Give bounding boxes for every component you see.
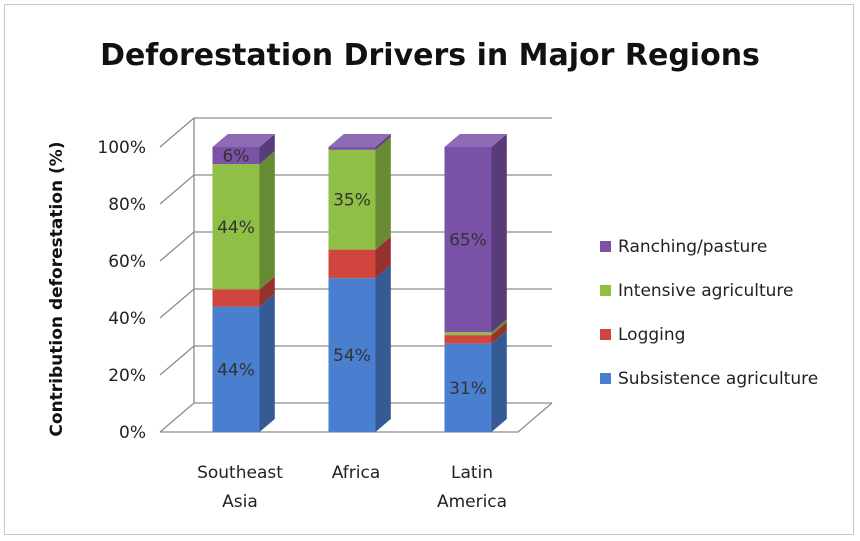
y-axis-title: Contribution deforestation (%): [47, 141, 67, 436]
bar-front: [212, 147, 260, 165]
x-tick-label: Asia: [222, 492, 258, 512]
bar-side: [491, 322, 507, 344]
bar-side: [259, 133, 275, 165]
y-tick-label: 100%: [97, 138, 146, 158]
chart-frame: [4, 4, 854, 535]
legend-swatch: [600, 285, 611, 296]
y-tick-label: 0%: [119, 423, 146, 443]
bar-front: [444, 343, 492, 432]
bar-segment: [328, 136, 391, 250]
data-label: 54%: [333, 346, 371, 366]
x-tick-label: Latin: [451, 463, 493, 483]
bar-side: [375, 265, 391, 432]
y-tick-label: 80%: [108, 195, 146, 215]
bar-side: [259, 276, 275, 307]
legend-label: Logging: [618, 325, 685, 345]
x-tick-label: Africa: [332, 463, 381, 483]
bar-side: [375, 133, 391, 150]
chart-title: Deforestation Drivers in Major Regions: [100, 38, 760, 73]
bar-front: [328, 149, 376, 250]
bar-top: [212, 133, 275, 147]
bar-top: [328, 133, 391, 147]
y-tick-label: 60%: [108, 252, 146, 272]
bars: 44% 44% 6% 54% 35% 31% 65%: [212, 133, 507, 432]
bar-segment: [212, 276, 275, 307]
bar-side: [375, 236, 391, 279]
legend-item: Logging: [600, 325, 685, 345]
bar-segment: [212, 151, 275, 290]
bar-side: [491, 330, 507, 432]
bar-segment: [444, 322, 507, 344]
data-label: 35%: [333, 191, 371, 211]
bar-side: [259, 293, 275, 432]
bar-segment: [212, 133, 275, 165]
y-tick-labels: 0% 20% 40% 60% 80% 100%: [97, 138, 146, 443]
bar-front: [328, 249, 376, 279]
bar-segment: [328, 236, 391, 279]
bar-side: [259, 151, 275, 290]
data-label: 65%: [449, 231, 487, 251]
bar-front: [444, 147, 492, 333]
data-label: 44%: [217, 360, 255, 380]
bar-side: [491, 133, 507, 333]
bar-segment: [328, 265, 391, 432]
legend-item: Ranching/pasture: [600, 237, 767, 257]
y-tick-label: 20%: [108, 366, 146, 386]
data-label: 44%: [217, 218, 255, 238]
data-label: 31%: [449, 379, 487, 399]
bar-front: [444, 335, 492, 344]
bar-top: [444, 133, 507, 147]
bar-segment: [444, 319, 507, 336]
bar-side: [491, 319, 507, 336]
bar-front: [212, 164, 260, 290]
legend-label: Ranching/pasture: [618, 237, 767, 257]
bar-segment: [328, 133, 391, 150]
legend-swatch: [600, 329, 611, 340]
bar-side: [375, 136, 391, 250]
bar-front: [328, 278, 376, 432]
gridlines: [159, 117, 553, 433]
bar-front: [328, 147, 376, 150]
legend-swatch: [600, 373, 611, 384]
y-tick-label: 40%: [108, 309, 146, 329]
legend-swatch: [600, 241, 611, 252]
bar-front: [212, 289, 260, 307]
legend-label: Subsistence agriculture: [618, 369, 818, 389]
legend-label: Intensive agriculture: [618, 281, 793, 301]
bar-segment: [212, 293, 275, 432]
bar-segment: [444, 330, 507, 432]
legend-item: Intensive agriculture: [600, 281, 793, 301]
data-label: 6%: [223, 147, 250, 167]
bar-front: [212, 306, 260, 432]
x-tick-label: Southeast: [197, 463, 283, 483]
floor-edge: [160, 402, 553, 433]
bar-segment: [444, 133, 507, 333]
bar-front: [444, 332, 492, 336]
x-tick-label: America: [437, 492, 507, 512]
legend-item: Subsistence agriculture: [600, 369, 818, 389]
